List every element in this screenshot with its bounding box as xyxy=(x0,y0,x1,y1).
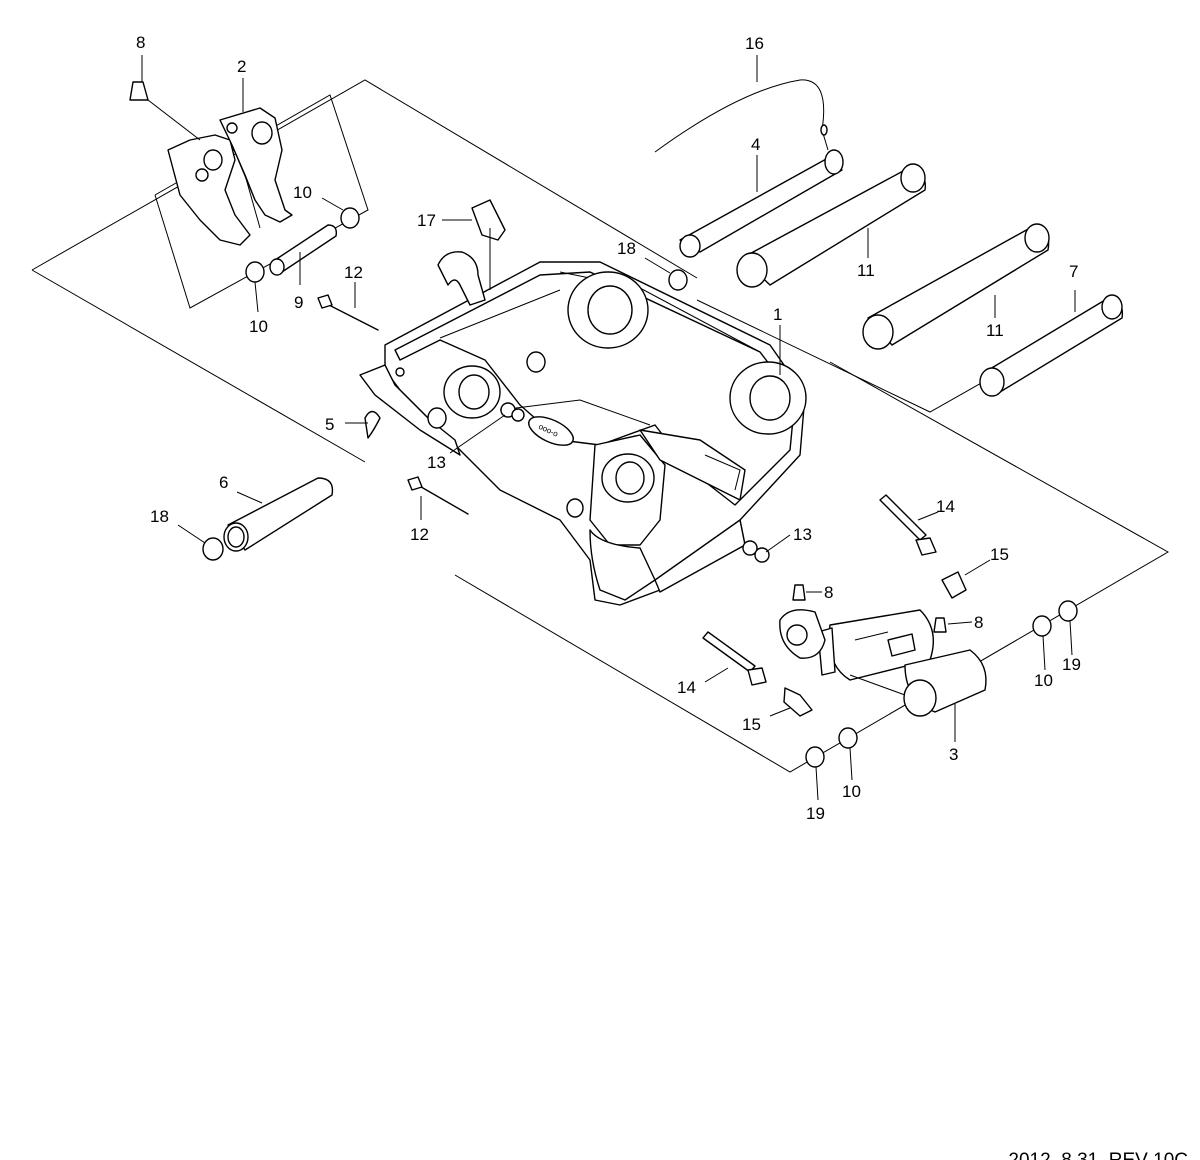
part-4-pin xyxy=(679,149,844,258)
callout-4: 4 xyxy=(751,135,760,154)
part-7-pin xyxy=(979,294,1124,397)
part-11-pin-upper xyxy=(736,163,927,288)
leader-lines xyxy=(141,55,1076,801)
callout-11: 11 xyxy=(857,261,875,280)
callout-11: 11 xyxy=(986,321,1004,340)
part-8-grease-fittings xyxy=(129,81,947,633)
part-11-pin-lower xyxy=(862,223,1050,350)
callout-10: 10 xyxy=(249,317,268,336)
callout-12: 12 xyxy=(344,263,363,282)
callout-19: 19 xyxy=(1062,655,1081,674)
callout-18: 18 xyxy=(617,239,636,258)
part-14-hoses xyxy=(702,494,937,686)
callout-18: 18 xyxy=(150,507,169,526)
callout-8: 8 xyxy=(824,583,833,602)
callout-14: 14 xyxy=(677,678,696,697)
drawing-revision-stamp: 2012. 8.31. REV 10C xyxy=(1008,1150,1188,1160)
callout-6: 6 xyxy=(219,473,228,492)
part-13-nuts xyxy=(500,402,770,563)
callout-9: 9 xyxy=(294,293,303,312)
callout-7: 7 xyxy=(1069,262,1078,281)
part-6-pin xyxy=(223,477,334,552)
callout-13: 13 xyxy=(427,453,446,472)
part-16-lanyard xyxy=(654,79,829,153)
part-17-bracket xyxy=(471,199,506,290)
callout-10: 10 xyxy=(1034,671,1053,690)
part-3-hydraulic-cylinder xyxy=(779,609,987,717)
callout-2: 2 xyxy=(237,57,246,76)
callout-16: 16 xyxy=(745,34,764,53)
callout-10: 10 xyxy=(293,183,312,202)
callout-13: 13 xyxy=(793,525,812,544)
part-2-latch-hook xyxy=(167,107,293,246)
callout-10: 10 xyxy=(842,782,861,801)
callout-14: 14 xyxy=(936,497,955,516)
part-15-fittings xyxy=(783,571,967,717)
callout-3: 3 xyxy=(949,745,958,764)
callout-labels: 8 2 10 10 9 12 17 18 16 4 11 11 7 1 5 13… xyxy=(136,33,1081,823)
callout-15: 15 xyxy=(742,715,761,734)
callout-19: 19 xyxy=(806,804,825,823)
part-18-rings xyxy=(202,269,688,561)
callout-17: 17 xyxy=(417,211,436,230)
part-12-bolts xyxy=(317,294,469,515)
callout-8: 8 xyxy=(974,613,983,632)
callout-15: 15 xyxy=(990,545,1009,564)
callout-1: 1 xyxy=(773,305,782,324)
callout-5: 5 xyxy=(325,415,334,434)
callout-8: 8 xyxy=(136,33,145,52)
part-5-spring-pin xyxy=(364,410,381,439)
callout-12: 12 xyxy=(410,525,429,544)
part-1-coupler-body: ooo-o xyxy=(359,251,807,606)
part-9-pin xyxy=(269,224,338,276)
part-19-rings xyxy=(805,600,1078,768)
